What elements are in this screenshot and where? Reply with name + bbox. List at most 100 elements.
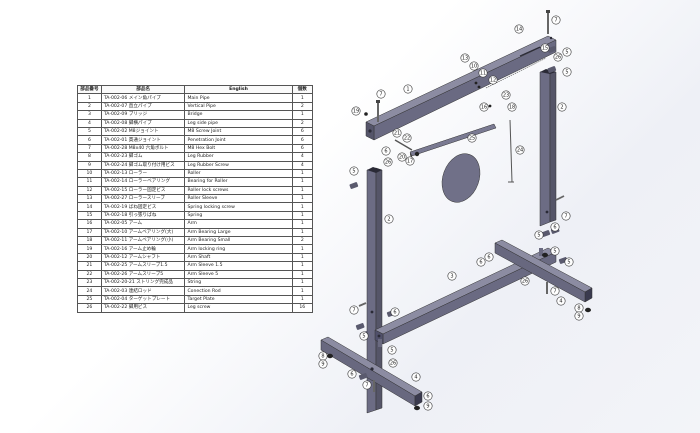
item-balloon: 23: [501, 90, 511, 100]
balloon-number: 12: [490, 77, 496, 83]
leg-side-pipe-part-4-rear: [494, 239, 593, 303]
item-balloon: 16: [479, 102, 489, 112]
item-balloon: 26: [388, 358, 398, 368]
balloon-number: 13: [462, 55, 468, 61]
item-balloon: 20: [397, 152, 407, 162]
balloon-number: 18: [509, 104, 515, 110]
leg-side-pipe-part-4-front: [320, 336, 423, 407]
connection-rod-part-24: [508, 119, 514, 183]
item-balloon: 8: [574, 303, 584, 313]
item-balloon: 6: [423, 391, 433, 401]
balloon-number: 25: [469, 135, 475, 141]
item-balloon: 5: [550, 246, 560, 256]
balloon-number: 8: [577, 305, 580, 311]
item-balloon: 15: [540, 43, 550, 53]
balloon-number: 23: [503, 92, 509, 98]
item-balloon: 25: [467, 133, 477, 143]
item-balloon: 5: [349, 166, 359, 176]
item-balloon: 13: [460, 53, 470, 63]
balloon-number: 5: [362, 333, 365, 339]
item-balloon: 7: [561, 211, 571, 221]
item-balloon: 26: [553, 52, 563, 62]
balloon-number: 5: [352, 168, 355, 174]
hex-bolt-part-7: [376, 10, 550, 122]
item-balloon: 6: [390, 307, 400, 317]
item-balloon: 5: [562, 67, 572, 77]
balloon-number: 26: [522, 278, 528, 284]
item-balloon: 10: [469, 61, 479, 71]
item-balloon: 26: [383, 157, 393, 167]
balloon-number: 6: [393, 309, 396, 315]
item-balloon: 6: [381, 146, 391, 156]
item-balloon: 24: [515, 145, 525, 155]
vertical-pipe-part-2: [366, 69, 557, 414]
balloon-number: 26: [555, 54, 561, 60]
arm-part-16: [409, 123, 497, 159]
item-balloon: 19: [351, 106, 361, 116]
balloon-number: 9: [577, 313, 580, 319]
item-balloon: 7: [376, 89, 386, 99]
balloon-number: 7: [379, 91, 382, 97]
balloon-number: 8: [321, 353, 324, 359]
balloon-number: 7: [553, 288, 556, 294]
balloon-number: 7: [365, 382, 368, 388]
balloon-number: 4: [414, 374, 417, 380]
balloon-number: 7: [564, 213, 567, 219]
string-part-23: [485, 57, 547, 89]
balloon-number: 24: [517, 147, 523, 153]
balloon-number: 14: [516, 26, 522, 32]
balloon-number: 5: [553, 248, 556, 254]
item-balloon: 2: [384, 214, 394, 224]
item-balloon: 5: [534, 230, 544, 240]
balloon-number: 6: [426, 393, 429, 399]
balloon-number: 5: [565, 69, 568, 75]
balloon-number: 9: [321, 361, 324, 367]
item-balloon: 7: [551, 15, 561, 25]
balloon-number: 17: [407, 158, 413, 164]
item-balloon: 17: [405, 156, 415, 166]
item-balloon: 6: [484, 252, 494, 262]
bridge-part-3: [374, 247, 557, 345]
item-balloon: 6: [347, 369, 357, 379]
item-balloon: 21: [392, 128, 402, 138]
item-balloon: 9: [318, 359, 328, 369]
balloon-number: 6: [487, 254, 490, 260]
item-balloon: 2: [557, 102, 567, 112]
item-balloon: 7: [550, 286, 560, 296]
item-balloon: 9: [423, 401, 433, 411]
balloon-number: 10: [471, 63, 477, 69]
item-balloon: 3: [447, 271, 457, 281]
balloon-number: 16: [481, 104, 487, 110]
balloon-number: 6: [384, 148, 387, 154]
balloon-number: 6: [479, 259, 482, 265]
balloon-number: 26: [390, 360, 396, 366]
item-balloon: 7: [349, 305, 359, 315]
arm-shaft-part-20: [394, 139, 413, 151]
balloon-number: 5: [565, 49, 568, 55]
main-pipe-part-1: [365, 35, 557, 141]
item-balloon: 8: [318, 351, 328, 361]
balloon-number: 11: [480, 70, 486, 76]
item-balloon: 5: [359, 331, 369, 341]
balloon-number: 20: [399, 154, 405, 160]
balloon-number: 7: [352, 307, 355, 313]
balloon-number: 5: [537, 232, 540, 238]
item-balloon: 6: [550, 222, 560, 232]
item-balloon: 5: [564, 257, 574, 267]
item-balloon: 18: [507, 102, 517, 112]
balloon-number: 26: [385, 159, 391, 165]
balloon-number: 19: [353, 108, 359, 114]
balloon-number: 1: [406, 86, 409, 92]
item-balloon: 9: [574, 311, 584, 321]
balloon-number: 3: [450, 273, 453, 279]
balloon-number: 2: [560, 104, 563, 110]
item-balloon: 6: [476, 257, 486, 267]
balloon-number: 7: [554, 17, 557, 23]
item-balloon: 11: [478, 68, 488, 78]
balloon-number: 5: [567, 259, 570, 265]
